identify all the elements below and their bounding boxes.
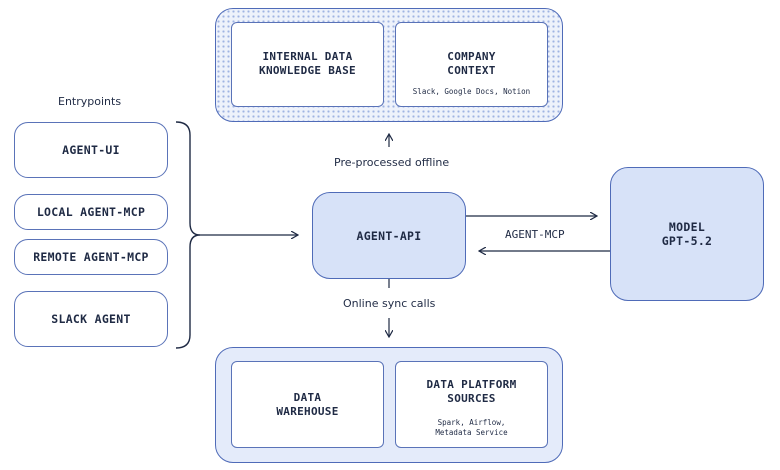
slack-agent-box[interactable]: SLACK AGENT bbox=[14, 291, 168, 347]
model-box[interactable]: MODEL GPT-5.2 bbox=[610, 167, 764, 301]
internal-knowledge-base-title: INTERNAL DATA KNOWLEDGE BASE bbox=[259, 50, 356, 77]
company-context-sources: Slack, Google Docs, Notion bbox=[412, 87, 531, 96]
offline-label: Pre-processed offline bbox=[334, 156, 450, 169]
entrypoints-brace bbox=[175, 121, 201, 349]
data-warehouse-title: DATA WAREHOUSE bbox=[276, 391, 339, 418]
data-warehouse-box[interactable]: DATA WAREHOUSE bbox=[231, 361, 384, 448]
mcp-label: AGENT-MCP bbox=[505, 228, 565, 241]
data-platform-sources-title: DATA PLATFORM SOURCES bbox=[426, 378, 517, 405]
remote-agent-mcp-box[interactable]: REMOTE AGENT-MCP bbox=[14, 239, 168, 275]
local-agent-mcp-box[interactable]: LOCAL AGENT-MCP bbox=[14, 194, 168, 230]
company-context-title: COMPANY CONTEXT bbox=[447, 50, 496, 77]
online-label: Online sync calls bbox=[343, 297, 436, 310]
data-platform-sources-box[interactable]: DATA PLATFORM SOURCES Spark, Airflow, Me… bbox=[395, 361, 548, 448]
entrypoints-label: Entrypoints bbox=[58, 95, 122, 108]
agent-ui-box[interactable]: AGENT-UI bbox=[14, 122, 168, 178]
agent-api-box[interactable]: AGENT-API bbox=[312, 192, 466, 279]
data-platform-sources-list: Spark, Airflow, Metadata Service bbox=[435, 418, 508, 437]
company-context-box[interactable]: COMPANY CONTEXT Slack, Google Docs, Noti… bbox=[395, 22, 548, 107]
internal-knowledge-base-box[interactable]: INTERNAL DATA KNOWLEDGE BASE bbox=[231, 22, 384, 107]
